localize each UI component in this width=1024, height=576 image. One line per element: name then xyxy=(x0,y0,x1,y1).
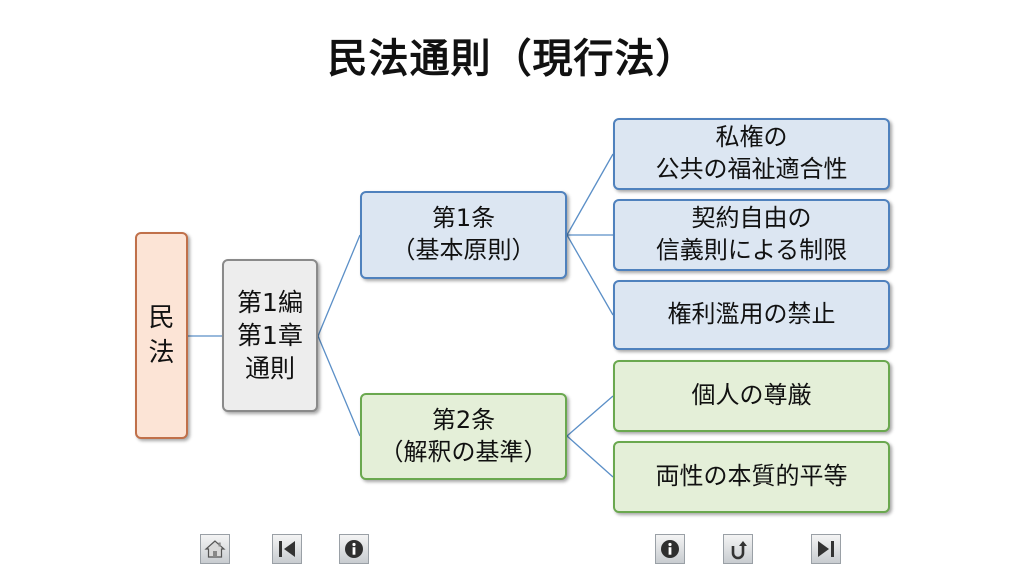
node-individual-dignity: 個人の尊厳 xyxy=(613,360,890,432)
home-icon xyxy=(204,540,226,558)
node-root-minpo: 民 法 xyxy=(135,232,188,439)
home-button[interactable] xyxy=(200,534,230,564)
info-icon xyxy=(345,540,363,558)
connector-article2-item1 xyxy=(566,395,614,437)
node-article-1: 第1条 （基本原則） xyxy=(360,191,567,279)
return-button[interactable] xyxy=(723,534,753,564)
info-button-right[interactable] xyxy=(655,534,685,564)
info-icon xyxy=(661,540,679,558)
connector-chapter-article1 xyxy=(317,234,361,337)
first-slide-icon xyxy=(279,541,295,557)
connector-article1-item1 xyxy=(566,153,614,236)
return-icon xyxy=(731,541,747,560)
node-abuse-of-rights: 権利濫用の禁止 xyxy=(613,280,890,350)
node-public-welfare: 私権の 公共の福祉適合性 xyxy=(613,118,890,190)
last-slide-button[interactable] xyxy=(811,534,841,564)
connector-chapter-article2 xyxy=(317,335,361,437)
info-button-left[interactable] xyxy=(339,534,369,564)
connector-article2-item2 xyxy=(566,435,614,478)
first-slide-button[interactable] xyxy=(272,534,302,564)
node-article-2: 第2条 （解釈の基準） xyxy=(360,393,567,480)
last-slide-icon xyxy=(818,541,834,557)
node-chapter-general-provisions: 第1編 第1章 通則 xyxy=(222,259,318,412)
node-good-faith: 契約自由の 信義則による制限 xyxy=(613,199,890,271)
node-gender-equality: 両性の本質的平等 xyxy=(613,441,890,513)
slide-title: 民法通則（現行法） xyxy=(327,36,697,82)
connector-article1-item3 xyxy=(566,234,614,316)
